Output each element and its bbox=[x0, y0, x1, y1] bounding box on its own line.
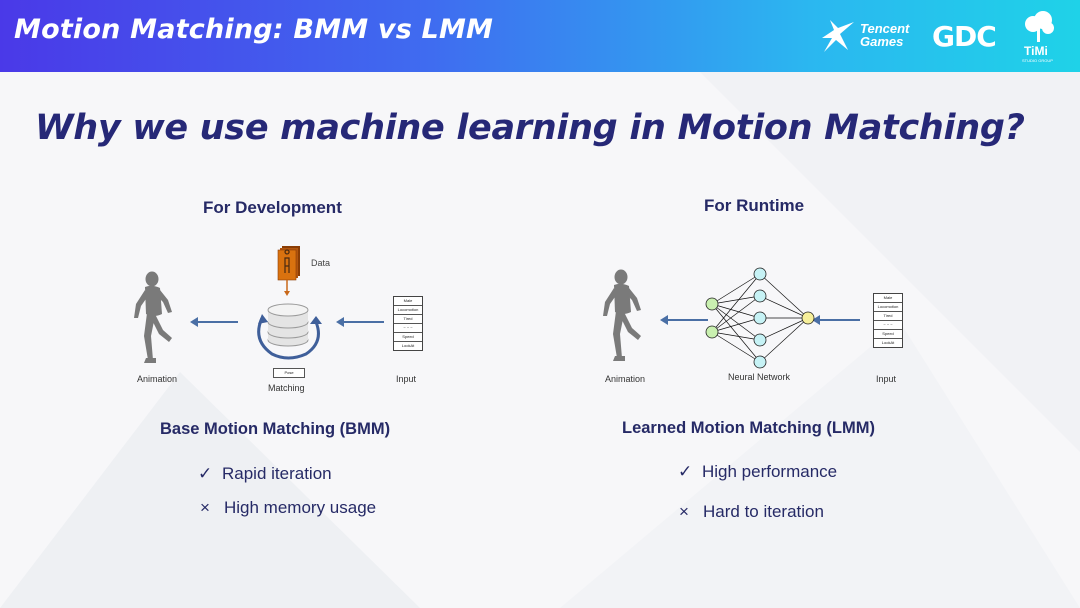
timi-logo: TiMi STUDIO GROUP bbox=[1022, 10, 1062, 64]
cross-icon: × bbox=[200, 498, 210, 517]
arrow-from-input-left bbox=[336, 317, 384, 327]
left-animation-label: Animation bbox=[137, 374, 178, 384]
pose-label: Pose bbox=[284, 370, 294, 375]
input-panel-icon: Male Locomotion Tired ~ ~ ~ Speed LookAt bbox=[873, 293, 903, 348]
neural-network-icon bbox=[705, 267, 815, 369]
pose-box: Pose bbox=[273, 368, 305, 378]
right-animation-label: Animation bbox=[605, 374, 646, 384]
neural-network-label: Neural Network bbox=[728, 372, 791, 382]
data-stack-icon bbox=[277, 246, 300, 296]
right-heading: For Runtime bbox=[704, 196, 805, 215]
matching-label: Matching bbox=[268, 383, 305, 393]
right-input-label: Input bbox=[876, 374, 897, 384]
cross-icon: × bbox=[679, 502, 689, 521]
header-bar: Motion Matching: BMM vs LMM Tencent Game… bbox=[0, 0, 1080, 72]
input-row: Locomotion bbox=[394, 306, 422, 315]
input-row: LookAt bbox=[401, 343, 415, 348]
input-row: Male bbox=[874, 294, 902, 303]
gdc-logo: GDC bbox=[932, 20, 997, 53]
left-pro-text: Rapid iteration bbox=[222, 464, 332, 483]
input-row: Male bbox=[394, 297, 422, 306]
runner-figure-icon bbox=[603, 269, 641, 361]
input-row: Speed bbox=[394, 333, 422, 342]
tencent-logo-line1: Tencent bbox=[860, 21, 910, 36]
right-con-text: Hard to iteration bbox=[703, 502, 824, 521]
tencent-logo: Tencent Games bbox=[818, 16, 918, 56]
input-row: ~ ~ ~ bbox=[874, 321, 902, 330]
tencent-logo-text: Tencent Games bbox=[860, 22, 909, 48]
left-con-text: High memory usage bbox=[224, 498, 377, 517]
data-label: Data bbox=[311, 258, 331, 268]
arrow-to-animation-right bbox=[660, 315, 708, 325]
left-heading: For Development bbox=[203, 198, 342, 217]
input-row: Speed bbox=[874, 330, 902, 339]
right-pro-item: ✓ High performance bbox=[678, 462, 837, 482]
tencent-logo-mark bbox=[822, 20, 854, 52]
right-con-item: × Hard to iteration bbox=[679, 502, 824, 522]
left-input-label: Input bbox=[396, 374, 417, 384]
input-row: Tired bbox=[874, 312, 902, 321]
input-panel-icon: Male Locomotion Tired ~ ~ ~ Speed LookAt bbox=[393, 296, 423, 351]
right-pro-text: High performance bbox=[702, 462, 838, 481]
database-icon bbox=[257, 303, 322, 360]
right-method-title: Learned Motion Matching (LMM) bbox=[622, 419, 875, 437]
page-title: Why we use machine learning in Motion Ma… bbox=[35, 108, 1025, 148]
left-con-item: × High memory usage bbox=[200, 498, 376, 518]
timi-logo-text: TiMi bbox=[1024, 44, 1048, 58]
input-row: LookAt bbox=[881, 340, 895, 345]
runner-figure-icon bbox=[134, 271, 172, 363]
input-row: Locomotion bbox=[874, 303, 902, 312]
timi-logo-mark bbox=[1025, 11, 1054, 42]
check-icon: ✓ bbox=[198, 464, 213, 483]
input-row: Tired bbox=[394, 315, 422, 324]
input-row: ~ ~ ~ bbox=[394, 324, 422, 333]
arrow-from-input-right bbox=[812, 315, 860, 325]
background-decoration bbox=[0, 72, 1080, 608]
tencent-logo-line2: Games bbox=[860, 34, 904, 49]
timi-logo-subtext: STUDIO GROUP bbox=[1022, 58, 1053, 63]
check-icon: ✓ bbox=[678, 462, 693, 481]
left-pro-item: ✓ Rapid iteration bbox=[198, 464, 332, 484]
left-method-title: Base Motion Matching (BMM) bbox=[160, 420, 391, 438]
arrow-to-animation-left bbox=[190, 317, 238, 327]
header-title: Motion Matching: BMM vs LMM bbox=[14, 14, 494, 45]
